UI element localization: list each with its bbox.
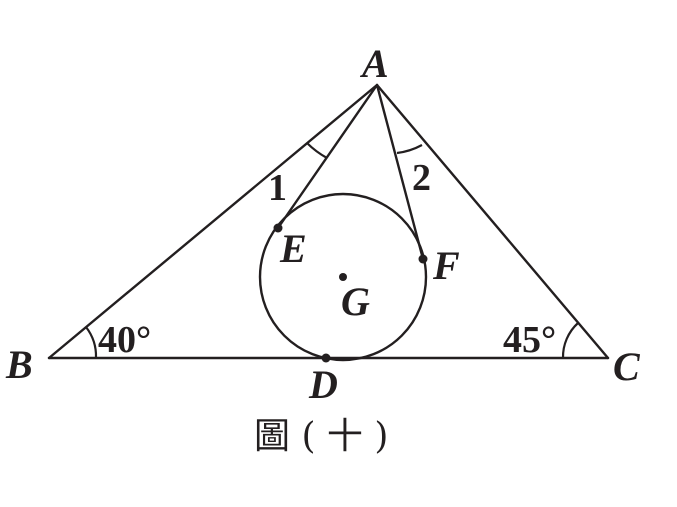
label-e: E: [279, 226, 307, 271]
label-angle-2: 2: [412, 157, 431, 199]
segment-ae: [276, 83, 379, 230]
circle-g: [258, 192, 428, 362]
point-f-dot: [418, 254, 428, 264]
side-ab: [47, 83, 379, 360]
angle-2-arc: [396, 144, 423, 155]
label-a: A: [359, 41, 389, 86]
label-angle-c: 45°: [503, 319, 556, 361]
label-b: B: [5, 342, 33, 387]
side-ac: [375, 83, 610, 360]
angle-b-arc: [85, 326, 98, 359]
point-e-dot: [273, 223, 283, 233]
label-c: C: [613, 344, 641, 389]
segment-af: [375, 83, 425, 261]
label-angle-1: 1: [268, 167, 287, 209]
label-angle-b: 40°: [98, 319, 151, 361]
label-d: D: [308, 362, 338, 407]
angle-1-arc: [306, 142, 328, 159]
label-g: G: [341, 279, 370, 324]
figure-caption: 圖 ( 十 ): [254, 416, 388, 457]
angle-c-arc: [561, 322, 579, 359]
point-g-dot: [339, 273, 347, 281]
label-f: F: [432, 243, 460, 288]
point-d-dot: [321, 353, 331, 363]
